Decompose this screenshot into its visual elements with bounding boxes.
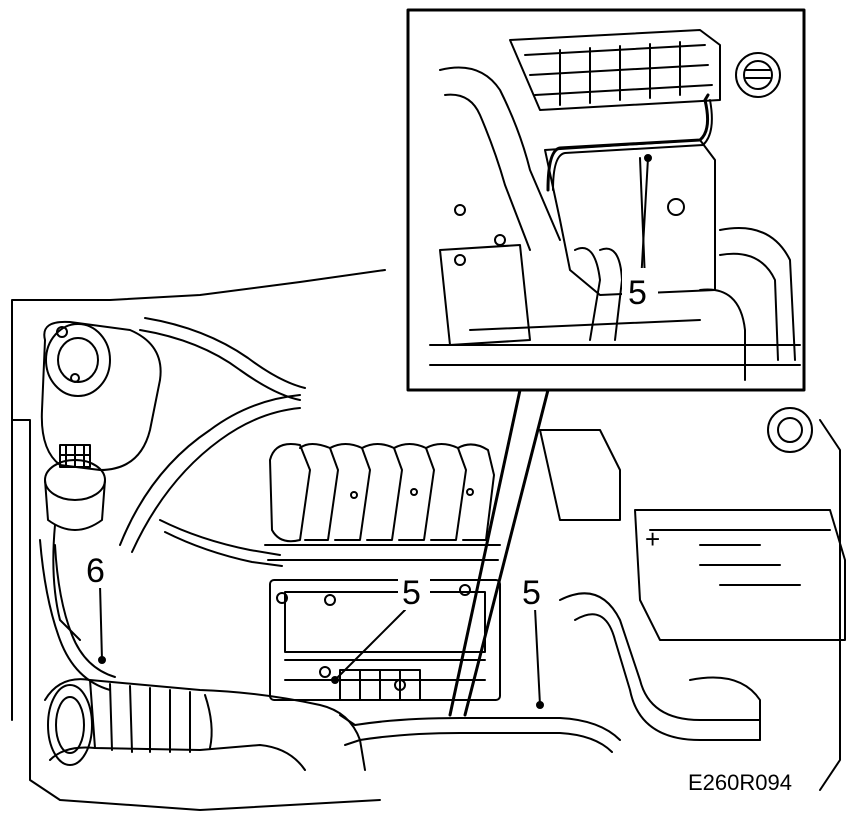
air-intake-hose <box>44 678 366 771</box>
svg-text:+: + <box>645 524 660 554</box>
leader-right-5 <box>534 607 541 706</box>
detail-inset <box>406 8 806 392</box>
wiring-harness <box>339 714 621 753</box>
callout-inset-5: 5 <box>628 274 647 312</box>
figure-reference-code: E260R094 <box>688 770 792 795</box>
fluid-reservoir <box>44 444 106 641</box>
inset-zoom-line-left <box>448 388 522 717</box>
intake-manifold <box>264 443 501 561</box>
hoses-left <box>39 317 306 691</box>
coolant-tank <box>40 320 162 471</box>
leader-6 <box>99 584 103 661</box>
callout-6: 6 <box>86 552 105 590</box>
callout-leaders <box>98 154 652 717</box>
callout-right-5: 5 <box>522 574 541 612</box>
battery: + <box>634 509 846 641</box>
engine-block <box>269 579 501 701</box>
engine-bay-outline <box>11 269 841 811</box>
inset-zoom-line-right <box>463 388 550 717</box>
right-hose-assembly <box>539 407 813 741</box>
leader-center-5 <box>334 609 406 681</box>
callout-center-5: 5 <box>402 574 421 612</box>
